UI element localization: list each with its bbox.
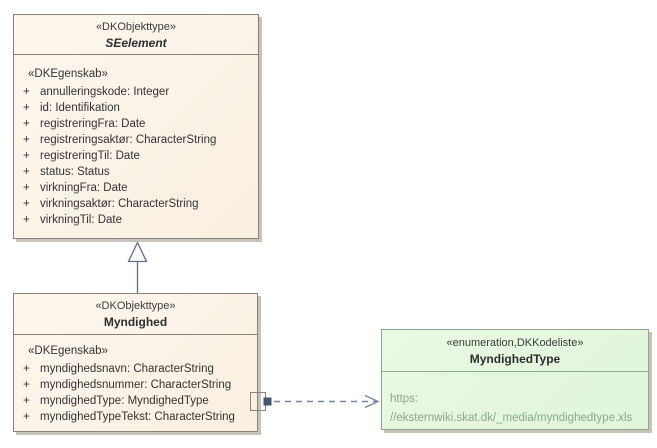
attribute-section-label: «DKEgenskab» bbox=[28, 345, 108, 357]
attribute-row: + myndighedTypeTekst: CharacterString bbox=[14, 409, 257, 425]
attribute-text: status: Status bbox=[40, 166, 110, 178]
stereotype-label: «DKObjekttype» bbox=[95, 300, 176, 312]
attribute-text: id: Identifikation bbox=[40, 102, 120, 114]
attribute-row: + myndighedsnavn: CharacterString bbox=[14, 361, 257, 377]
visibility-sign: + bbox=[23, 102, 30, 114]
visibility-sign: + bbox=[23, 118, 30, 130]
dependency-dashed-arrow[interactable] bbox=[274, 394, 380, 409]
attribute-section-label: «DKEgenskab» bbox=[28, 68, 108, 80]
class-name: SEelement bbox=[105, 36, 167, 50]
attribute-text: registreringTil: Date bbox=[40, 150, 140, 162]
attribute-text: registreringFra: Date bbox=[40, 118, 146, 130]
attribute-row: + registreringsaktør: CharacterString bbox=[14, 132, 258, 148]
codelist-url-line-2: //eksternwiki.skat.dk/_media/myndighedty… bbox=[390, 412, 633, 424]
class-attribute-compartment: «DKEgenskab» + myndighedsnavn: Character… bbox=[14, 335, 257, 425]
visibility-sign: + bbox=[23, 86, 30, 98]
visibility-sign: + bbox=[23, 166, 30, 178]
enum-body: https: //eksternwiki.skat.dk/_media/mynd… bbox=[382, 372, 648, 428]
attribute-row: + id: Identifikation bbox=[14, 100, 258, 116]
attribute-row: + virkningsaktør: CharacterString bbox=[14, 196, 258, 212]
visibility-sign: + bbox=[23, 182, 30, 194]
class-header: «DKObjekttype» SEelement bbox=[14, 15, 258, 55]
visibility-sign: + bbox=[23, 411, 30, 423]
visibility-sign: + bbox=[23, 214, 30, 226]
attribute-row: + status: Status bbox=[14, 164, 258, 180]
open-arrowhead-icon bbox=[364, 394, 380, 409]
attribute-text: registreringsaktør: CharacterString bbox=[40, 134, 217, 146]
visibility-sign: + bbox=[23, 395, 30, 407]
attribute-row: + registreringFra: Date bbox=[14, 116, 258, 132]
stereotype-label: «DKObjekttype» bbox=[95, 21, 177, 33]
inheritance-triangle-icon bbox=[127, 240, 148, 263]
visibility-sign: + bbox=[23, 198, 30, 210]
class-node-myndighed[interactable]: «DKObjekttype» Myndighed «DKEgenskab» + … bbox=[13, 293, 258, 432]
visibility-sign: + bbox=[23, 150, 30, 162]
attribute-text: myndighedsnavn: CharacterString bbox=[40, 363, 214, 375]
attribute-text: myndighedType: MyndighedType bbox=[40, 395, 209, 407]
attribute-row: + myndighedType: MyndighedType bbox=[14, 393, 257, 409]
visibility-sign: + bbox=[23, 363, 30, 375]
attribute-text: virkningsaktør: CharacterString bbox=[40, 198, 199, 210]
codelist-url-line-1: https: bbox=[390, 393, 419, 405]
class-header: «enumeration,DKKodeliste» MyndighedType bbox=[382, 330, 648, 372]
attribute-text: myndighedTypeTekst: CharacterString bbox=[40, 411, 235, 423]
link-anchor-square-icon bbox=[263, 397, 272, 406]
class-header: «DKObjekttype» Myndighed bbox=[14, 294, 257, 335]
attribute-row: + virkningTil: Date bbox=[14, 212, 258, 228]
class-node-seelement[interactable]: «DKObjekttype» SEelement «DKEgenskab» + … bbox=[13, 14, 259, 239]
attribute-text: annulleringskode: Integer bbox=[40, 86, 170, 98]
attribute-text: myndighedsnummer: CharacterString bbox=[40, 379, 232, 391]
class-attribute-compartment: «DKEgenskab» + annulleringskode: Integer… bbox=[14, 55, 258, 228]
attribute-row: + myndighedsnummer: CharacterString bbox=[14, 377, 257, 393]
visibility-sign: + bbox=[23, 379, 30, 391]
generalization-arrow[interactable] bbox=[127, 240, 148, 294]
attribute-row: + virkningFra: Date bbox=[14, 180, 258, 196]
attribute-row: + annulleringskode: Integer bbox=[14, 84, 258, 100]
attribute-text: virkningTil: Date bbox=[40, 214, 123, 226]
enum-node-myndighedtype[interactable]: «enumeration,DKKodeliste» MyndighedType … bbox=[381, 329, 649, 430]
attribute-row: + registreringTil: Date bbox=[14, 148, 258, 164]
attribute-text: virkningFra: Date bbox=[40, 182, 128, 194]
visibility-sign: + bbox=[23, 134, 30, 146]
stereotype-label: «enumeration,DKKodeliste» bbox=[446, 337, 584, 349]
class-name: MyndighedType bbox=[469, 352, 561, 366]
class-name: Myndighed bbox=[103, 315, 168, 329]
